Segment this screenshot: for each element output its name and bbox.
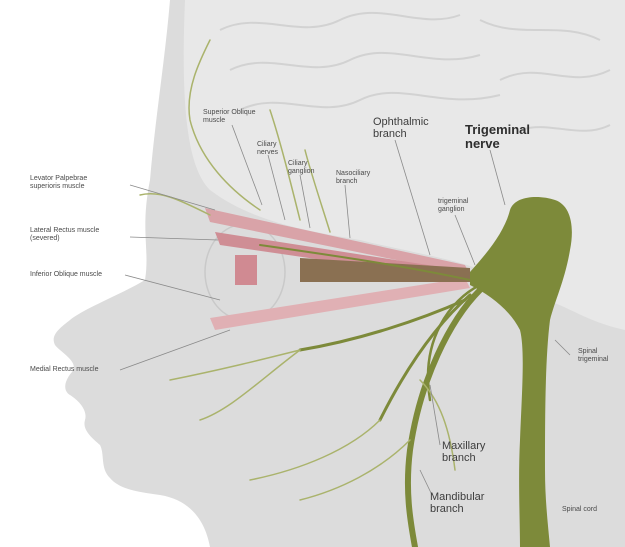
inferior-oblique-label: Inferior Oblique muscle: [30, 271, 102, 279]
spinal-cord-label: Spinal cord: [562, 506, 597, 514]
lateral-rectus-label: Lateral Rectus muscle (severed): [30, 227, 99, 243]
nasociliary-label: Nasociliary branch: [336, 170, 370, 186]
levator-label: Levator Palpebrae superioris muscle: [30, 175, 87, 191]
ciliary-ganglion-label: Ciliary ganglion: [288, 160, 314, 176]
superior-oblique-label: Superior Oblique muscle: [203, 109, 256, 125]
ophthalmic-branch-label: Ophthalmic branch: [373, 116, 429, 140]
mandibular-branch-label: Mandibular branch: [430, 491, 484, 515]
spinal-trigeminal-label: Spinal trigeminal: [578, 348, 608, 364]
trigeminal-ganglion-label: trigeminal ganglion: [438, 198, 468, 214]
eye-muscle-block: [235, 255, 257, 285]
diagram-title: Trigeminal nerve: [465, 123, 530, 151]
maxillary-branch-label: Maxillary branch: [442, 440, 485, 464]
medial-rectus-label: Medial Rectus muscle: [30, 366, 98, 374]
ciliary-nerves-label: Ciliary nerves: [257, 141, 278, 157]
